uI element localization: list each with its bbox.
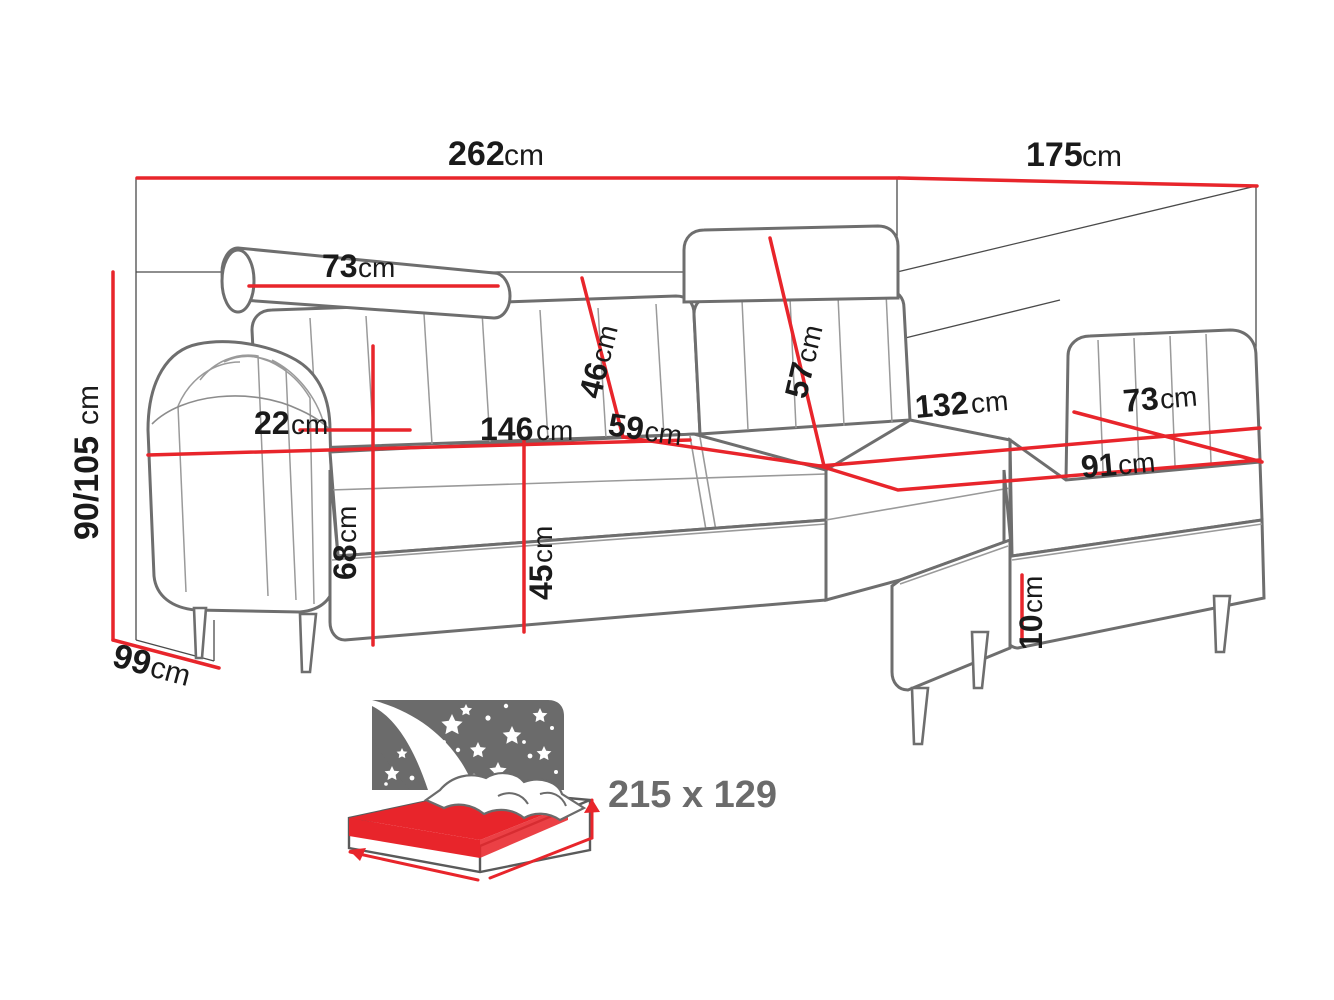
label-68-unit: cm: [331, 506, 362, 543]
sleeping-area-label: 215 x 129: [608, 774, 777, 816]
dimension-label-46: 46 cm: [572, 322, 624, 402]
backrest-bolster-pillow: [220, 246, 512, 320]
dimension-label-175: 175 cm: [1026, 136, 1122, 174]
label-132-value: 132: [913, 384, 969, 425]
mattress-dimline-length: [348, 850, 480, 882]
label-73-chaise-unit: cm: [1159, 381, 1199, 415]
dimension-label-57: 57 cm: [778, 322, 829, 402]
dimension-label-68: 68 cm: [327, 506, 363, 580]
dimline-57: [768, 236, 826, 468]
duvet-pillow: [423, 772, 587, 822]
label-73-chaise-value: 73: [1121, 380, 1160, 419]
dimension-label-10: 10 cm: [1013, 576, 1049, 650]
label-175-unit: cm: [1082, 140, 1122, 173]
dimension-label-91: 91 cm: [1079, 446, 1157, 485]
sofa-main-base: [328, 469, 828, 642]
night-sky-panel: [372, 700, 564, 792]
left-armrest-top-edge: [151, 395, 331, 431]
dimline-46: [580, 276, 625, 439]
sleeping-area-icon-group: 215 x 129: [347, 700, 777, 882]
seat-main-divider-lines: [329, 435, 827, 532]
dimension-label-132: 132 cm: [913, 384, 1010, 425]
label-90-105-unit: cm: [72, 385, 105, 425]
dimension-label-73-bolster: 73 cm: [322, 248, 395, 284]
dimline-59: [621, 435, 822, 468]
dimension-label-59: 59 cm: [606, 406, 684, 451]
label-45-value: 45: [523, 564, 559, 600]
label-175-value: 175: [1026, 136, 1083, 174]
label-45-unit: cm: [527, 526, 558, 563]
dimline-175: [897, 176, 1259, 188]
dimension-label-22: 22 cm: [254, 405, 328, 441]
main-base-seam: [331, 523, 827, 561]
label-91-unit: cm: [1117, 447, 1157, 481]
dimline-73-chaise: [1072, 410, 1264, 464]
chaise-base-seam: [899, 523, 1263, 585]
sofa-headrest: [682, 224, 900, 304]
label-59-value: 59: [606, 406, 646, 447]
dimension-label-45: 45 cm: [523, 526, 559, 600]
sofa-legs: [192, 594, 1232, 746]
leg-left-rear: [192, 606, 208, 660]
mattress-dimline-width: [488, 836, 594, 880]
leg-left-front: [298, 612, 318, 674]
sofa-left-armrest: [146, 340, 336, 614]
dimension-lines: [111, 176, 1264, 670]
label-73-bolster-unit: cm: [358, 252, 395, 283]
label-146-unit: cm: [536, 415, 573, 446]
label-22-value: 22: [254, 405, 290, 441]
leg-chaise-rear: [1212, 594, 1232, 654]
label-59-unit: cm: [643, 415, 684, 451]
label-146-value: 146: [480, 411, 533, 447]
left-armrest-rib-lines: [177, 354, 325, 605]
leg-corner-front: [910, 686, 930, 746]
label-10-unit: cm: [1017, 576, 1048, 613]
label-262-value: 262: [448, 135, 505, 173]
dimline-146: [146, 438, 692, 457]
sofa-illustration: [146, 224, 1266, 746]
label-46-value: 46: [572, 358, 616, 401]
label-262-unit: cm: [504, 139, 544, 172]
dimension-label-90-105: 90/105 cm: [68, 385, 106, 540]
dimline-132: [818, 426, 1262, 468]
label-57-value: 57: [778, 359, 821, 402]
dimension-label-262: 262 cm: [448, 135, 544, 173]
label-132-unit: cm: [970, 385, 1010, 419]
label-73-bolster-value: 73: [322, 248, 358, 284]
dimline-99: [111, 638, 221, 670]
label-91-value: 91: [1079, 446, 1118, 485]
duvet-fold-lines: [497, 791, 567, 807]
dimline-91: [818, 458, 1262, 492]
label-90-105-value: 90/105: [68, 436, 106, 540]
leg-chaise-front-left: [970, 630, 990, 690]
label-10-value: 10: [1013, 614, 1049, 650]
label-68-value: 68: [327, 544, 363, 580]
dimension-label-73-chaise: 73 cm: [1121, 380, 1199, 419]
mattress-arrowheads: [349, 799, 600, 861]
corner-module-seam: [825, 487, 1011, 521]
label-22-unit: cm: [291, 409, 328, 440]
dimension-label-146: 146 cm: [480, 411, 573, 447]
